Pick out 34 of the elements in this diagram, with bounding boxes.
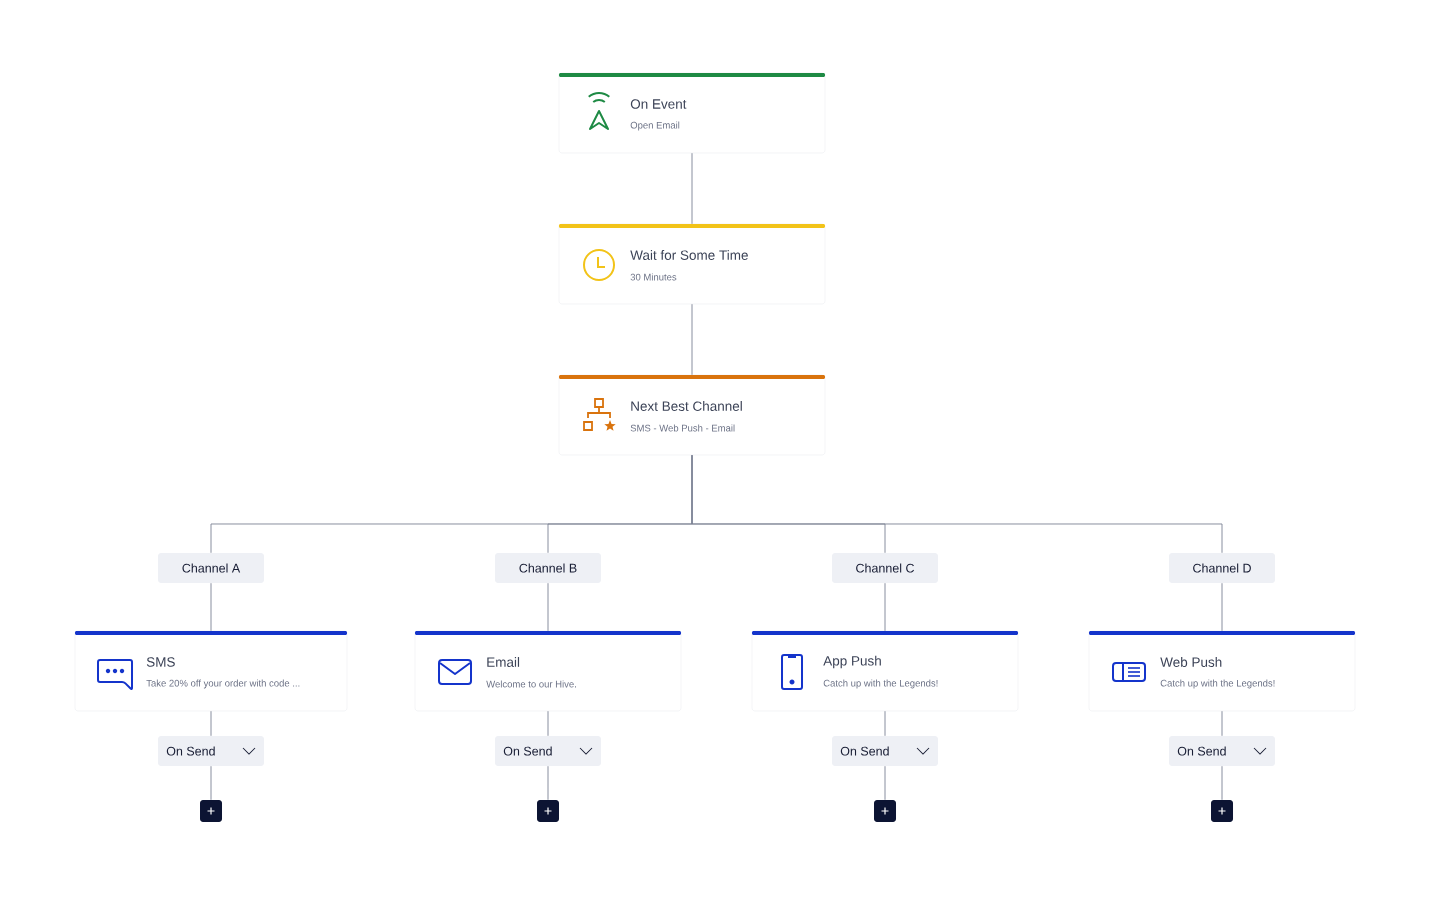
connector-line <box>1221 582 1223 632</box>
connector-line <box>691 152 693 225</box>
step-card: Email Welcome to our Hive. <box>414 630 682 712</box>
branch-label: Channel C <box>832 553 938 583</box>
step-card: App Push Catch up with the Legends! <box>751 630 1019 712</box>
connector-line <box>1221 765 1223 801</box>
connector-line <box>884 582 886 632</box>
connector-line <box>884 710 886 737</box>
connector-line <box>691 454 1223 554</box>
branch-label: Channel A <box>158 553 264 583</box>
step-card: Next Best Channel SMS - Web Push - Email <box>558 374 826 456</box>
dropdown: On Send <box>832 736 938 766</box>
connector-line <box>884 765 886 801</box>
dropdown: On Send <box>1169 736 1275 766</box>
add-button <box>200 800 222 822</box>
add-button <box>874 800 896 822</box>
add-button <box>1211 800 1233 822</box>
branch-label: Channel B <box>495 553 601 583</box>
step-card: On Event Open Email <box>558 72 826 154</box>
connector-line <box>210 582 212 632</box>
connector-line <box>210 765 212 801</box>
connector-line <box>547 582 549 632</box>
connector-line <box>547 710 549 737</box>
dropdown: On Send <box>495 736 601 766</box>
step-card: Web Push Catch up with the Legends! <box>1088 630 1356 712</box>
connector-line <box>547 765 549 801</box>
connector-line <box>210 710 212 737</box>
step-card: Wait for Some Time 30 Minutes <box>558 223 826 305</box>
step-card: SMS Take 20% off your order with code ... <box>74 630 348 712</box>
add-button <box>537 800 559 822</box>
dropdown: On Send <box>158 736 264 766</box>
connector-line <box>1221 710 1223 737</box>
connector-line <box>691 303 693 376</box>
branch-label: Channel D <box>1169 553 1275 583</box>
